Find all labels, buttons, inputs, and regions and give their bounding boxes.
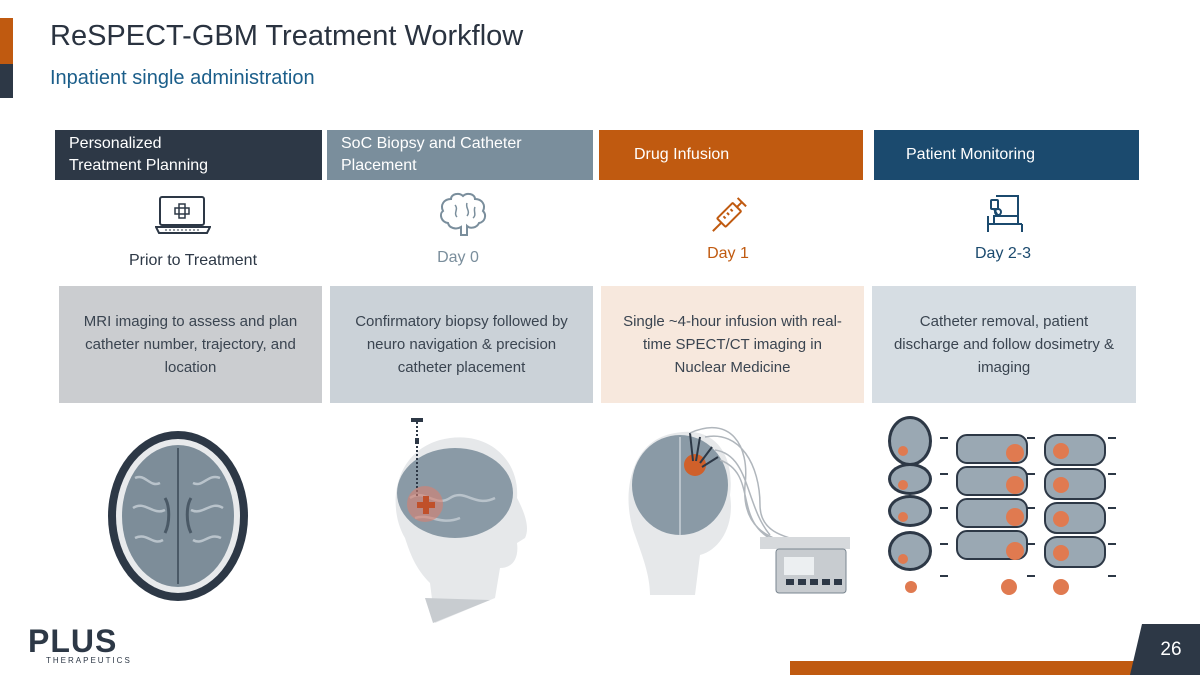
page-subtitle: Inpatient single administration <box>50 67 315 89</box>
hospital-bed-icon <box>987 195 1023 232</box>
footer-accent-bar <box>790 661 1150 675</box>
day-label-monitoring: Day 2-3 <box>974 245 1032 262</box>
phase-label-line2: Placement <box>341 157 417 174</box>
drug-infusion-illustration <box>628 426 850 595</box>
day-label-biopsy: Day 0 <box>437 249 479 266</box>
brain-icon <box>439 192 487 236</box>
logo-subtext: THERAPEUTICS <box>46 656 132 665</box>
syringe-icon <box>712 197 747 232</box>
day-label-planning: Prior to Treatment <box>128 252 258 269</box>
page-number-text: 26 <box>1160 638 1182 660</box>
page-number: 26 <box>1130 624 1200 675</box>
phase-label-line1: Patient Monitoring <box>906 146 1035 163</box>
phase-header-monitoring: Patient Monitoring <box>874 130 1139 180</box>
page-title: ReSPECT-GBM Treatment Workflow <box>50 20 524 52</box>
brain-mri-illustration <box>108 431 248 601</box>
accent-bar-dark <box>0 64 13 98</box>
description-text: Catheter removal, patient discharge and … <box>893 313 1115 376</box>
day-label-infusion: Day 1 <box>707 245 749 262</box>
logo-wordmark: PLUS <box>28 623 118 659</box>
phase-label-line1: Personalized <box>69 135 162 152</box>
phase-label-line1: Drug Infusion <box>634 146 730 163</box>
description-text: Confirmatory biopsy followed by neuro na… <box>355 313 568 376</box>
head-catheter-illustration <box>395 418 528 623</box>
laptop-medical-icon <box>155 196 211 234</box>
phase-header-infusion: Drug Infusion <box>599 130 863 180</box>
accent-bar-orange <box>0 18 13 64</box>
description-box-monitoring: Catheter removal, patient discharge and … <box>872 286 1136 403</box>
description-box-infusion: Single ~4-hour infusion with real-time S… <box>601 286 864 403</box>
phase-label-line2: Treatment Planning <box>69 157 209 174</box>
monitoring-scans-illustration <box>888 416 1116 595</box>
description-text: MRI imaging to assess and plan catheter … <box>83 313 298 376</box>
description-text: Single ~4-hour infusion with real-time S… <box>623 313 842 376</box>
description-box-biopsy: Confirmatory biopsy followed by neuro na… <box>330 286 593 403</box>
company-logo: PLUS THERAPEUTICS <box>28 623 132 665</box>
description-box-planning: MRI imaging to assess and plan catheter … <box>59 286 322 403</box>
phase-label-line1: SoC Biopsy and Catheter <box>341 135 522 152</box>
